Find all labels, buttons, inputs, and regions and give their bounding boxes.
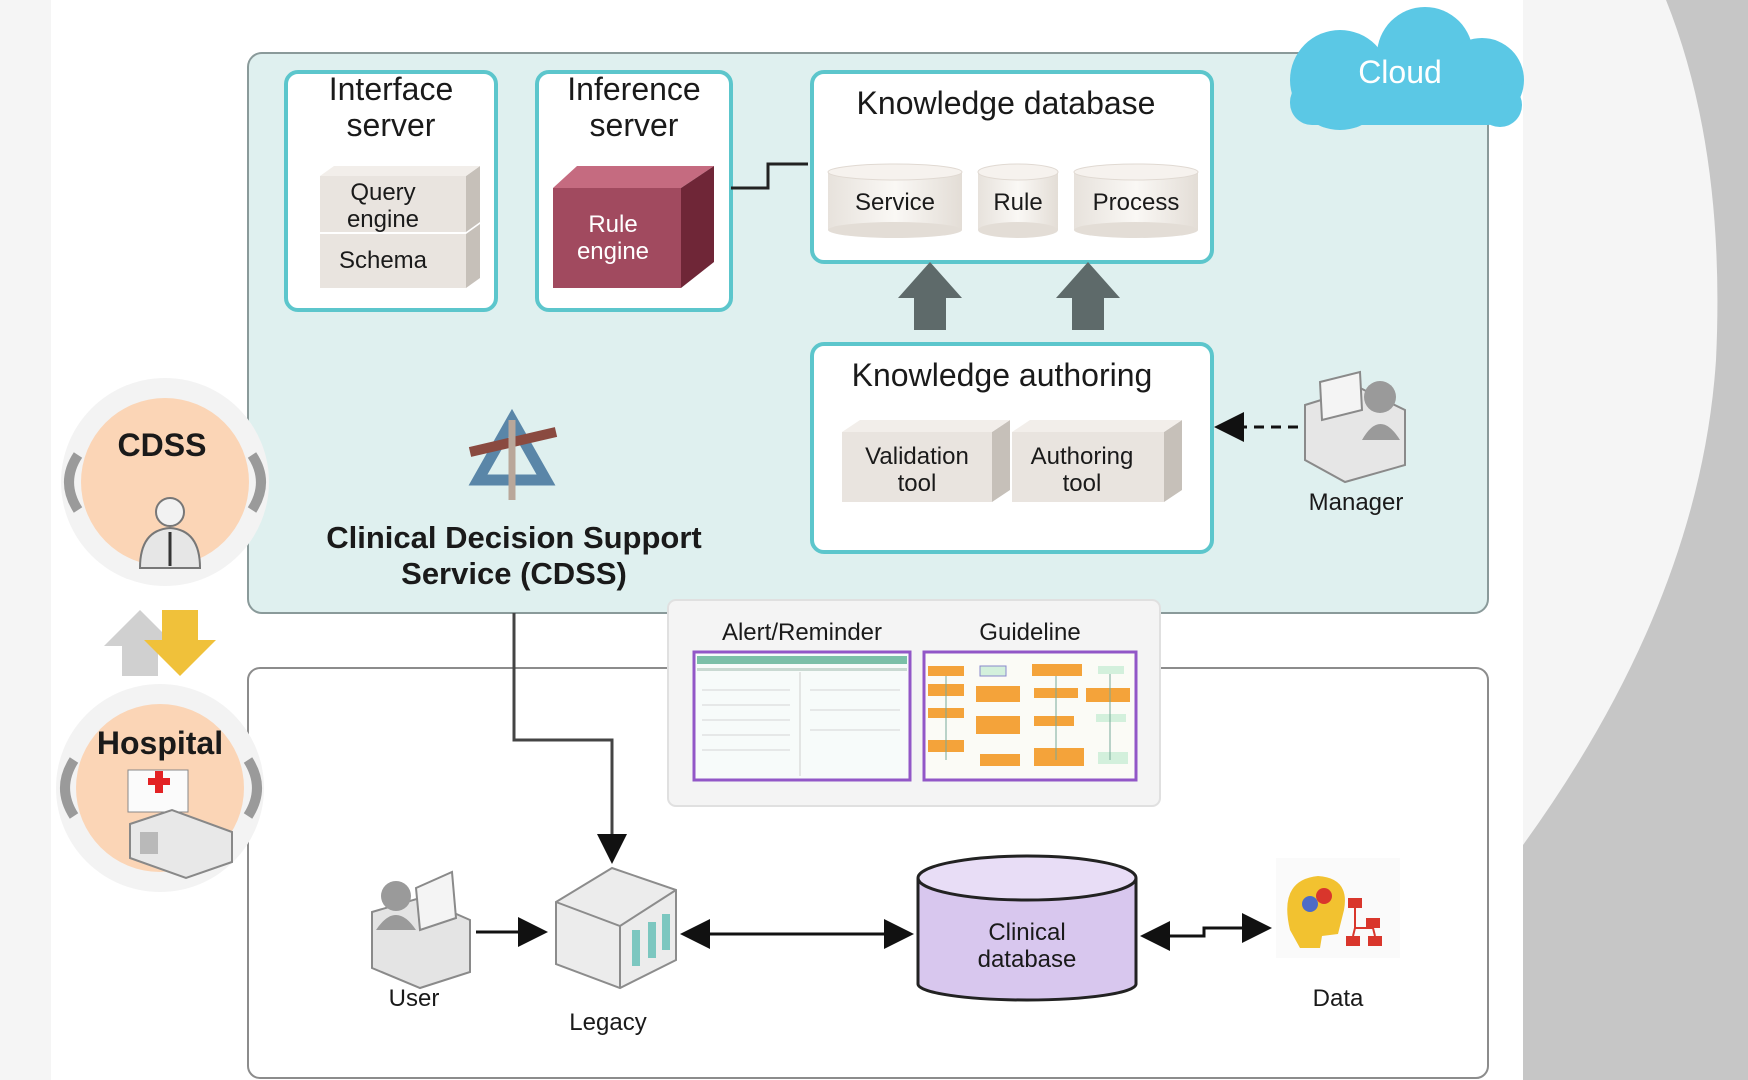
data-icon bbox=[1276, 858, 1400, 958]
clinical-database-cylinder bbox=[916, 854, 1138, 1002]
guideline-screenshot bbox=[922, 650, 1138, 782]
up-arrow-left bbox=[898, 262, 962, 330]
rule-cylinder bbox=[977, 163, 1059, 238]
process-label: Process bbox=[1092, 189, 1180, 216]
process-cylinder bbox=[1073, 163, 1199, 238]
knowledge-database-title: Knowledge database bbox=[856, 85, 1156, 121]
connector-line bbox=[731, 162, 808, 190]
rule-engine-label: Rule engine bbox=[576, 211, 650, 265]
service-cylinder bbox=[827, 163, 963, 238]
up-arrow-right bbox=[1056, 262, 1120, 330]
hospital-side-label: Hospital bbox=[96, 725, 224, 761]
legacy-server-icon bbox=[555, 866, 677, 990]
inference-server-title: Inference server bbox=[567, 71, 701, 143]
validation-tool-label: Validation tool bbox=[865, 443, 969, 497]
cdss-logo-icon bbox=[468, 408, 558, 500]
cdss-side-label: CDSS bbox=[117, 427, 207, 463]
manager-label: Manager bbox=[1308, 489, 1404, 516]
guideline-label: Guideline bbox=[979, 619, 1081, 646]
cdss-to-legacy-arrow bbox=[512, 613, 627, 864]
alert-reminder-label: Alert/Reminder bbox=[721, 619, 883, 646]
rule-engine-cube bbox=[553, 188, 681, 288]
cloud-label: Cloud bbox=[1358, 54, 1442, 90]
db-data-arrow bbox=[1140, 913, 1272, 951]
data-label: Data bbox=[1312, 985, 1364, 1012]
exchange-arrows-icon bbox=[104, 610, 216, 676]
user-icon bbox=[371, 870, 471, 990]
cdss-service-title: Clinical Decision Support Service (CDSS) bbox=[326, 520, 702, 591]
authoring-tool-label: Authoring tool bbox=[1030, 443, 1134, 497]
background-swoosh bbox=[1523, 0, 1748, 1080]
hospital-side-circle bbox=[56, 684, 264, 892]
rule-label: Rule bbox=[993, 189, 1043, 216]
manager-icon bbox=[1304, 370, 1406, 484]
knowledge-authoring-title: Knowledge authoring bbox=[851, 357, 1153, 393]
service-label: Service bbox=[854, 189, 936, 216]
schema-label: Schema bbox=[338, 247, 428, 274]
cdss-side-circle bbox=[61, 378, 269, 586]
interface-server-title: Interface server bbox=[328, 71, 454, 143]
query-engine-label: Query engine bbox=[346, 179, 420, 233]
cloud-icon bbox=[1290, 7, 1524, 130]
user-label: User bbox=[388, 985, 440, 1012]
legacy-label: Legacy bbox=[569, 1009, 647, 1036]
alert-reminder-screenshot bbox=[692, 650, 912, 782]
clinical-database-label: Clinical database bbox=[977, 919, 1077, 973]
